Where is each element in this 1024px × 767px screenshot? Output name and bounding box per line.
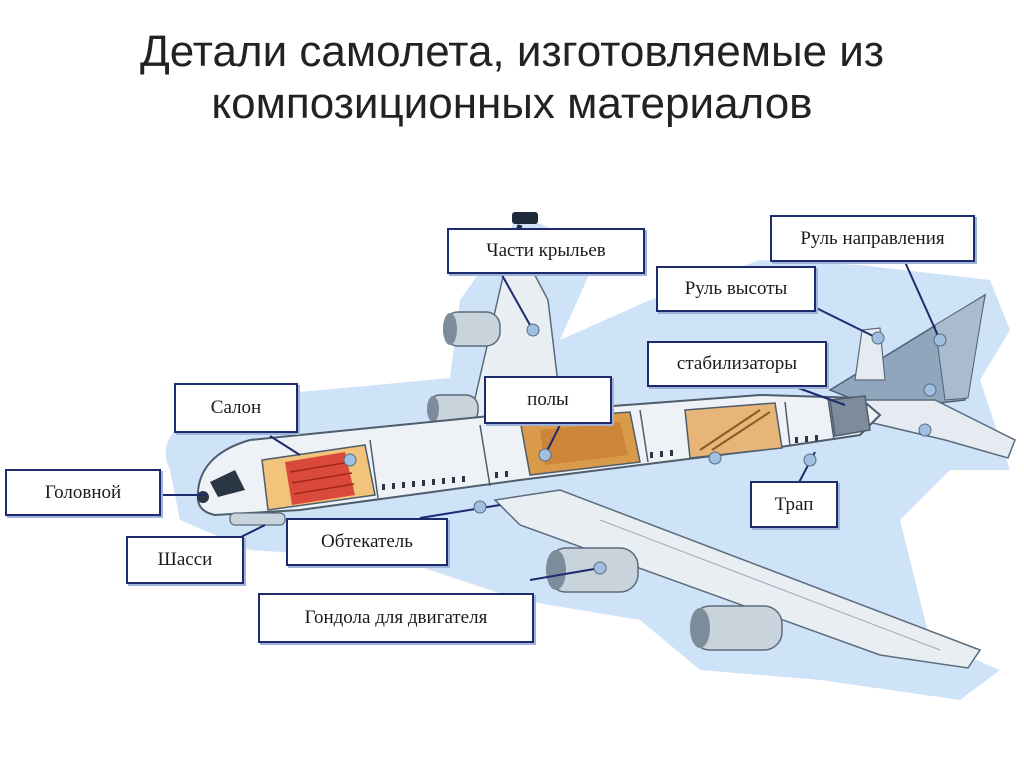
near-engine-outer-icon: [690, 605, 783, 651]
label-landing-gear: Шасси: [126, 536, 244, 584]
label-wing-parts: Части крыльев: [447, 228, 645, 274]
far-wing-tip: [512, 212, 538, 224]
pointer-dots: [343, 323, 947, 575]
title-line-2: композиционных материалов: [211, 79, 813, 128]
label-rudder: Руль направления: [770, 215, 975, 262]
far-engine-inner-icon: [427, 394, 479, 424]
far-engine-outer-icon: [443, 311, 501, 347]
title-line-1: Детали самолета, изготовляемые из: [139, 27, 885, 76]
label-elevator: Руль высоты: [656, 266, 816, 312]
tail-cone: [829, 395, 871, 437]
rudder-surface: [934, 294, 986, 401]
label-nose: Головной: [5, 469, 161, 516]
cockpit-windows: [210, 470, 245, 497]
gear-fairing: [229, 512, 286, 526]
page-title: Детали самолета, изготовляемые из композ…: [0, 26, 1024, 130]
label-floors: полы: [484, 376, 612, 424]
label-ramp: Трап: [750, 481, 838, 528]
window-row: [382, 435, 818, 490]
label-fairing: Обтекатель: [286, 518, 448, 566]
label-engine-nacelle: Гондола для двигателя: [258, 593, 534, 643]
label-cabin: Салон: [174, 383, 298, 433]
nose-tip: [197, 491, 209, 503]
rear-cutaway: [684, 402, 783, 459]
near-wing: [493, 489, 982, 669]
label-stabilizers: стабилизаторы: [647, 341, 827, 387]
floor-pattern: [540, 422, 628, 465]
